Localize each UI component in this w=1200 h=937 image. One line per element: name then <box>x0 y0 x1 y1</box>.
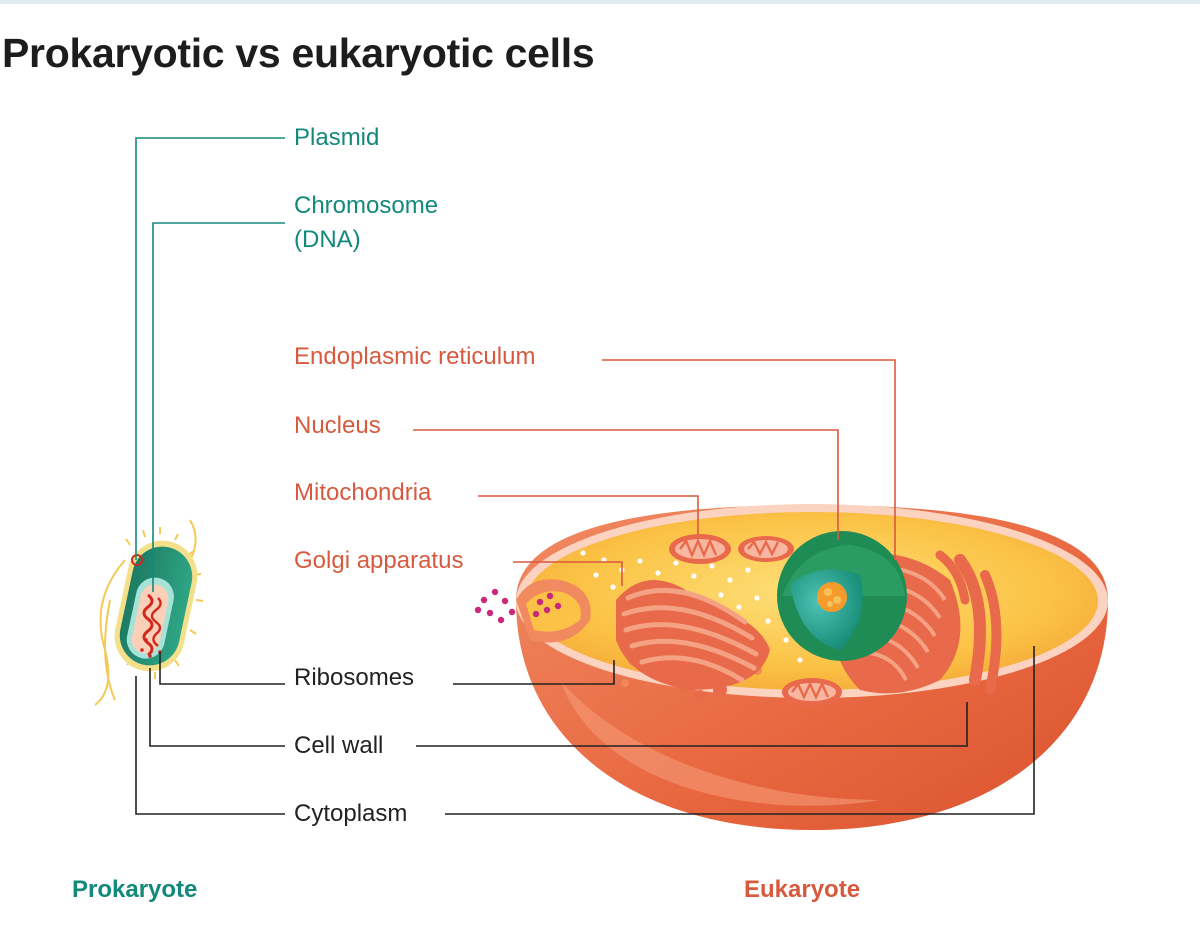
chromosome-shape <box>142 593 154 657</box>
label-golgi-apparatus: Golgi apparatus <box>294 547 464 574</box>
eukaryote-cell <box>474 504 1108 830</box>
nucleus-shape <box>777 531 907 661</box>
secreted-particles <box>474 588 562 624</box>
plasmid-shape <box>131 554 143 566</box>
label-cytoplasm: Cytoplasm <box>294 800 408 827</box>
label-chromosome: Chromosome <box>294 192 439 219</box>
leader-golgi <box>513 561 623 586</box>
leader-cell-wall-eukaryote <box>416 702 968 747</box>
prokaryote-ribosomes <box>140 638 162 658</box>
label-cell-wall: Cell wall <box>294 732 384 759</box>
leader-cell-wall-prokaryote <box>149 668 285 747</box>
label-ribosomes: Ribosomes <box>294 664 415 691</box>
prokaryote-cell <box>94 519 204 706</box>
top-rule <box>0 0 1200 4</box>
leader-ribosomes-eukaryote <box>453 660 615 685</box>
label-plasmid: Plasmid <box>294 124 380 151</box>
mitochondria-shape <box>669 534 842 706</box>
leader-mitochondria <box>478 495 699 534</box>
leader-cytoplasm-eukaryote <box>445 646 1035 815</box>
label-chromosome-dna: (DNA) <box>294 226 361 253</box>
pili <box>125 527 204 679</box>
leader-chromosome <box>152 222 285 592</box>
caption-eukaryote: Eukaryote <box>744 876 861 903</box>
leader-lines <box>135 137 1035 815</box>
caption-prokaryote: Prokaryote <box>72 876 198 903</box>
leader-endoplasmic-reticulum <box>602 359 896 560</box>
label-nucleus: Nucleus <box>294 412 381 439</box>
label-endoplasmic-reticulum: Endoplasmic reticulum <box>294 343 536 370</box>
leader-plasmid <box>135 137 285 560</box>
leader-ribosomes-prokaryote <box>159 652 285 685</box>
page-title: Prokaryotic vs eukaryotic cells <box>2 30 595 76</box>
vesicle <box>621 679 629 687</box>
bowl-highlight <box>560 680 880 806</box>
golgi-apparatus-shape <box>616 580 770 700</box>
label-mitochondria: Mitochondria <box>294 479 432 506</box>
leader-cytoplasm-prokaryote <box>135 676 285 815</box>
chromosome-strand <box>150 597 162 647</box>
leader-nucleus <box>413 429 839 540</box>
